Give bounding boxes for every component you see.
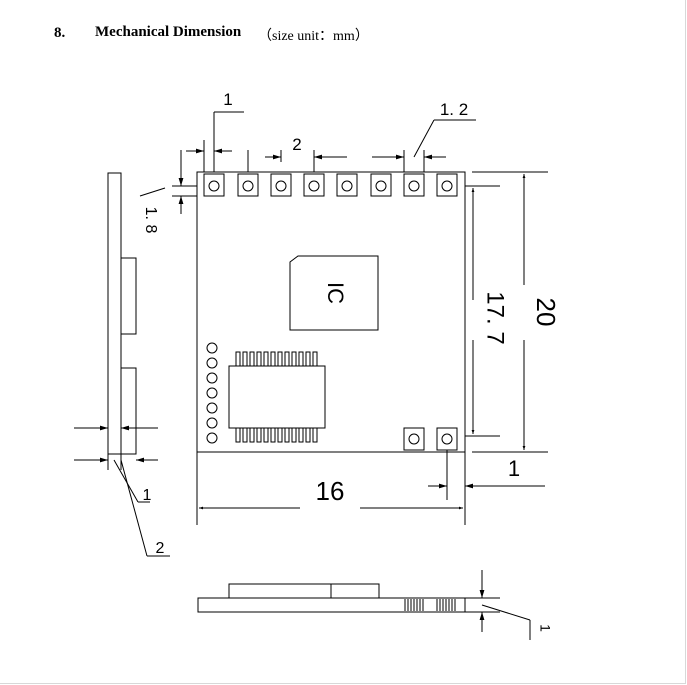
label-pad-length: 1. 8 [142, 207, 159, 234]
label-module-width: 16 [316, 476, 345, 506]
side-board [107, 172, 122, 455]
label-side-pitch: 2 [156, 540, 165, 557]
via-column [206, 342, 218, 444]
top-pads [203, 173, 458, 197]
profile-shield [228, 583, 380, 599]
dim-pad-length [139, 150, 197, 214]
side-view [107, 172, 137, 455]
small-ic-body [228, 365, 326, 429]
dim-pad-gap [372, 119, 476, 172]
module-outline [196, 171, 466, 453]
profile-hatching [404, 599, 456, 611]
section-heading: 8. Mechanical Dimension （size unit：mm） [54, 24, 369, 44]
label-pad-width: 1 [223, 90, 232, 109]
small-ic-pins-bottom [235, 427, 318, 443]
label-pad-span: 17. 7 [482, 291, 509, 344]
dim-thickness [465, 570, 531, 640]
unit-note: （size unit：mm） [258, 29, 369, 44]
dim-side [74, 415, 170, 557]
label-pad-pitch: 2 [292, 135, 301, 154]
side-pad-2 [120, 367, 137, 455]
label-edge-offset: 1 [508, 456, 520, 481]
profile-board [197, 597, 466, 613]
profile-view [197, 570, 531, 640]
section-title: Mechanical Dimension [95, 24, 242, 40]
dim-pad-span [465, 185, 500, 437]
dim-pad-width [186, 111, 244, 172]
dim-pad-pitch [247, 150, 347, 172]
label-module-height: 20 [531, 298, 561, 327]
ic-chip [289, 255, 379, 331]
ic-label: IC [323, 282, 348, 304]
dim-edge-offset [428, 450, 545, 500]
label-side-pad: 1 [143, 487, 152, 504]
section-number: 8. [54, 25, 66, 41]
label-thickness: 1 [537, 624, 553, 632]
side-pad-1 [120, 257, 137, 335]
dim-module-width [196, 452, 466, 525]
corner-pads [403, 427, 458, 451]
top-view [196, 171, 466, 453]
dim-module-height [472, 171, 548, 453]
small-ic-pins-top [235, 351, 318, 367]
label-pad-gap: 1. 2 [440, 100, 468, 119]
